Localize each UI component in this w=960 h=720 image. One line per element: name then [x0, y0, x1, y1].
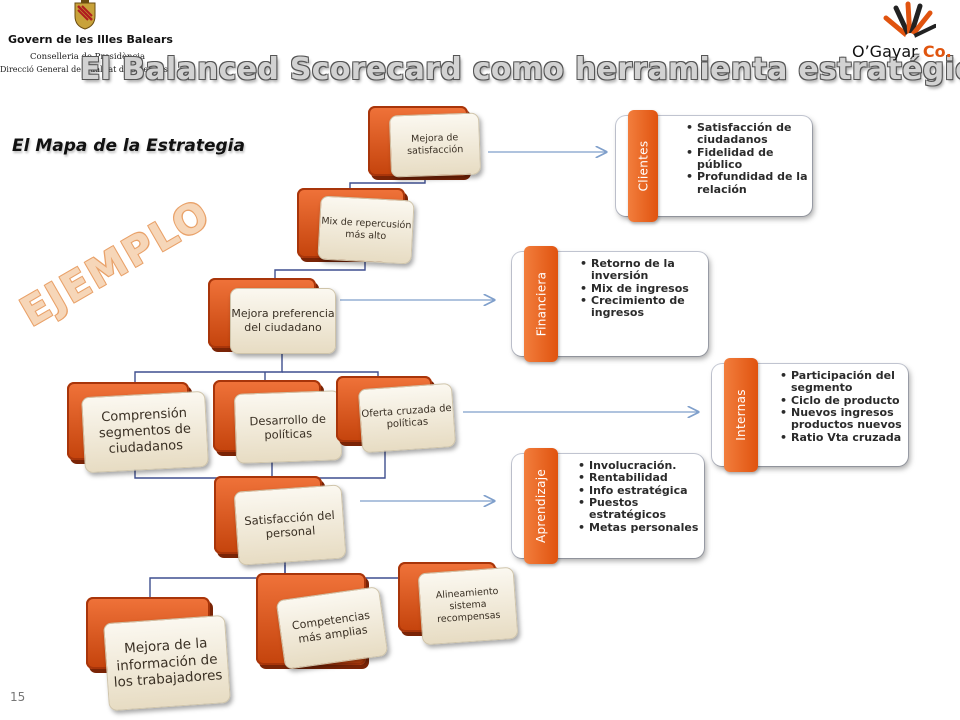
- list-item: Fidelidad de público: [686, 146, 819, 172]
- perspective-tab: Aprendizaje: [524, 448, 558, 564]
- node-label: Mejora de la información de los trabajad…: [103, 614, 231, 712]
- coat-of-arms-icon: [74, 0, 96, 30]
- perspective-list: Satisfacción de ciudadanos Fidelidad de …: [684, 121, 819, 196]
- list-item: Retorno de la inversión: [580, 257, 715, 283]
- perspective-list: Involucración. Rentabilidad Info estraté…: [576, 459, 713, 534]
- org-department: Conselleria de Presidència: [30, 52, 146, 62]
- node-label: Desarrollo de políticas: [233, 390, 343, 464]
- perspective-tab: Financiera: [524, 246, 558, 362]
- brand-name-suffix: Co.: [922, 42, 952, 61]
- perspective-clientes: Clientes Satisfacción de ciudadanos Fide…: [616, 110, 812, 222]
- brand-name: O’Gayar Co.: [852, 42, 952, 61]
- list-item: Info estratégica: [578, 484, 713, 497]
- list-item: Ratio Vta cruzada: [780, 431, 917, 444]
- perspective-aprendizaje: Aprendizaje Involucración. Rentabilidad …: [512, 448, 704, 564]
- brand-name-main: O’Gayar: [852, 42, 918, 61]
- list-item: Profundidad de la relación: [686, 171, 819, 196]
- list-item: Metas personales: [578, 521, 713, 534]
- node-label: Competencias más amplias: [275, 586, 389, 670]
- perspective-label: Aprendizaje: [534, 468, 549, 544]
- perspective-internas: Internas Participación del segmento Cicl…: [712, 358, 908, 472]
- page-title: El Balanced Scorecard como herramienta e…: [80, 52, 960, 87]
- perspective-list: Retorno de la inversión Mix de ingresos …: [578, 257, 715, 320]
- page-number: 15: [10, 690, 26, 704]
- list-item: Rentabilidad: [578, 471, 713, 484]
- perspective-label: Financiera: [534, 271, 548, 337]
- perspective-financiera: Financiera Retorno de la inversión Mix d…: [512, 246, 708, 362]
- list-item: Puestos estratégicos: [578, 496, 713, 522]
- node-label: Oferta cruzada de políticas: [357, 382, 457, 454]
- brand-sunburst-icon: [883, 1, 936, 42]
- list-item: Mix de ingresos: [580, 282, 715, 295]
- perspective-tab: Clientes: [628, 110, 658, 222]
- node-label: Mix de repercusión más alto: [317, 195, 415, 265]
- list-item: Satisfacción de ciudadanos: [686, 121, 819, 147]
- node-label: Mejora preferencia del ciudadano: [230, 288, 336, 354]
- node-label: Mejora de satisfacción: [388, 112, 482, 178]
- perspective-label: Clientes: [636, 140, 650, 192]
- list-item: Nuevos ingresos productos nuevos: [780, 406, 917, 432]
- list-item: Crecimiento de ingresos: [580, 294, 715, 320]
- perspective-label: Internas: [734, 389, 749, 441]
- perspective-list: Participación del segmento Ciclo de prod…: [778, 369, 917, 444]
- org-name: Govern de les Illes Balears: [8, 33, 173, 46]
- org-direction: Direcció General de Qualitat dels Servei…: [0, 65, 168, 74]
- node-label: Comprensión segmentos de ciudadanos: [81, 390, 209, 474]
- list-item: Ciclo de producto: [780, 394, 917, 407]
- node-label: Satisfacción del personal: [233, 484, 347, 566]
- list-item: Participación del segmento: [780, 369, 917, 395]
- list-item: Involucración.: [578, 459, 713, 472]
- perspective-tab: Internas: [724, 358, 758, 472]
- section-subtitle: El Mapa de la Estrategia: [12, 136, 245, 156]
- node-label: Alineamiento sistema recompensas: [417, 566, 519, 646]
